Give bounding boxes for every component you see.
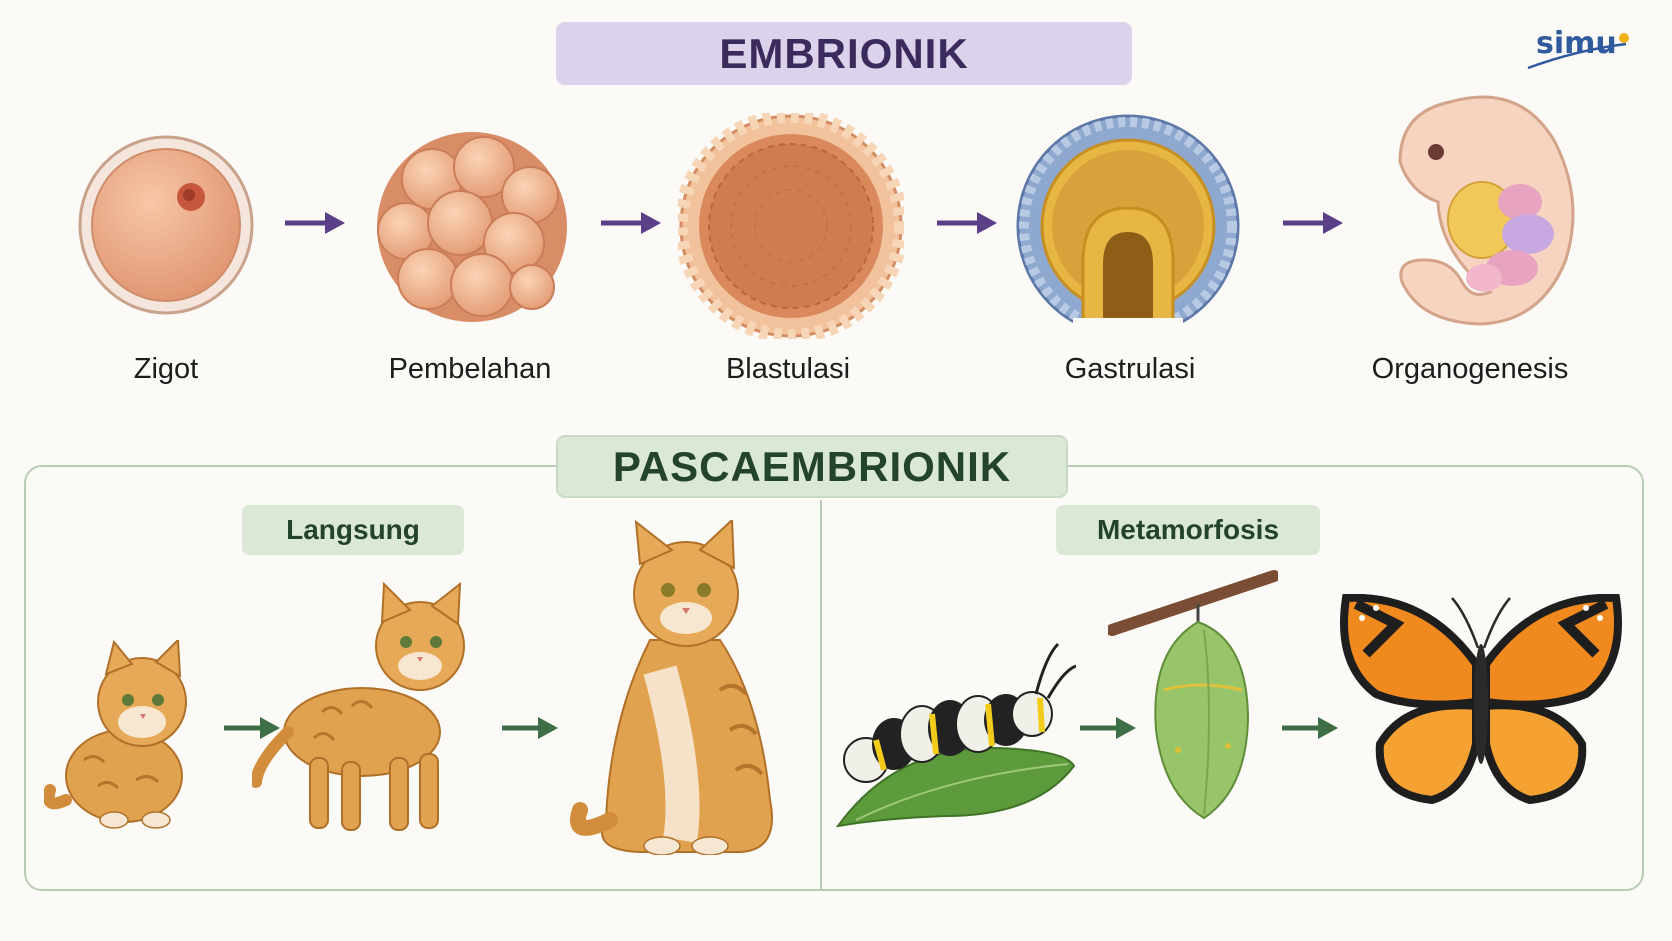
embryo-illustration xyxy=(1398,95,1575,326)
pascaembrionik-title: PASCAEMBRIONIK xyxy=(556,435,1068,498)
arrow-zigot-to-pembelahan-icon xyxy=(285,212,345,234)
panel-divider xyxy=(820,500,822,890)
stage-label-blastulasi: Blastulasi xyxy=(725,353,851,385)
stage-label-organogenesis: Organogenesis xyxy=(1371,353,1569,385)
chrysalis-illustration xyxy=(1108,570,1278,820)
butterfly-illustration xyxy=(1340,594,1622,805)
stage-label-zigot: Zigot xyxy=(133,353,199,385)
kitten-illustration xyxy=(44,640,187,829)
morula-illustration xyxy=(377,132,567,322)
simu-logo: simu xyxy=(1522,24,1632,76)
logo-text: simu xyxy=(1536,26,1617,61)
caterpillar-illustration xyxy=(836,642,1076,828)
langsung-badge: Langsung xyxy=(242,505,464,555)
arrow-young-cat-to-adult-cat-icon xyxy=(502,717,558,739)
logo-swoosh-icon xyxy=(1527,33,1629,70)
arrow-kitten-to-young-cat-icon xyxy=(224,717,280,739)
gastrula-illustration xyxy=(1016,114,1240,340)
arrow-blastulasi-to-gastrulasi-icon xyxy=(937,212,997,234)
stage-label-gastrulasi: Gastrulasi xyxy=(1064,353,1196,385)
arrow-caterpillar-to-chrysalis-icon xyxy=(1080,717,1136,739)
adult-cat-illustration xyxy=(570,520,773,855)
caterpillar-body-icon xyxy=(843,642,1076,783)
young-cat-illustration xyxy=(252,582,465,831)
stage-label-pembelahan: Pembelahan xyxy=(388,353,552,385)
arrow-gastrulasi-to-organogenesis-icon xyxy=(1283,212,1343,234)
arrow-chrysalis-to-butterfly-icon xyxy=(1282,717,1338,739)
blastula-illustration xyxy=(678,113,904,339)
zygote-illustration xyxy=(78,135,254,315)
metamorfosis-badge: Metamorfosis xyxy=(1056,505,1320,555)
arrow-pembelahan-to-blastulasi-icon xyxy=(601,212,661,234)
embrionik-title: EMBRIONIK xyxy=(556,22,1132,85)
